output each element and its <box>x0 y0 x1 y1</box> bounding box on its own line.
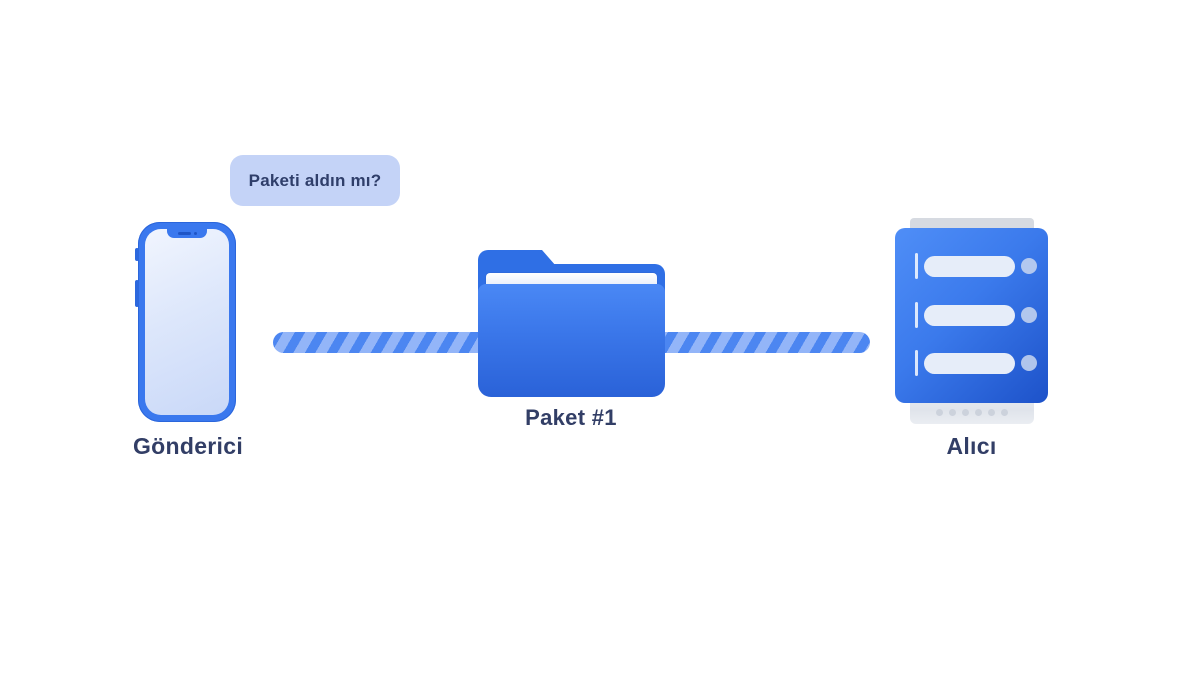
phone-speaker-icon <box>177 232 191 235</box>
server-drive-row <box>915 350 1037 376</box>
phone-side-button-icon <box>135 280 139 307</box>
chat-bubble-text: Paketi aldın mı? <box>248 170 382 190</box>
sender-label: Gönderici <box>132 433 244 459</box>
server-drive-row <box>915 302 1037 328</box>
server-drive-row <box>915 253 1037 279</box>
packet-label: Paket #1 <box>525 405 617 430</box>
phone-notch-icon <box>167 229 207 238</box>
drive-bay-icon <box>924 304 1015 326</box>
receiver-label: Alıcı <box>946 433 997 459</box>
phone-side-button-icon <box>135 248 139 261</box>
phone-camera-icon <box>193 232 197 235</box>
drive-led-icon <box>1021 307 1037 323</box>
drive-slot-icon <box>915 302 918 328</box>
server-vents-icon <box>935 409 1008 416</box>
folder-icon <box>478 250 665 397</box>
folder-front <box>478 284 665 397</box>
server-icon <box>895 218 1048 424</box>
server-body <box>895 228 1048 403</box>
chat-bubble: Paketi aldın mı? <box>230 155 400 206</box>
drive-led-icon <box>1021 258 1037 274</box>
drive-bay-icon <box>924 352 1015 374</box>
drive-bay-icon <box>924 255 1015 277</box>
phone-screen <box>145 229 229 415</box>
drive-slot-icon <box>915 350 918 376</box>
smartphone-icon <box>135 222 236 422</box>
drive-slot-icon <box>915 253 918 279</box>
drive-led-icon <box>1021 355 1037 371</box>
